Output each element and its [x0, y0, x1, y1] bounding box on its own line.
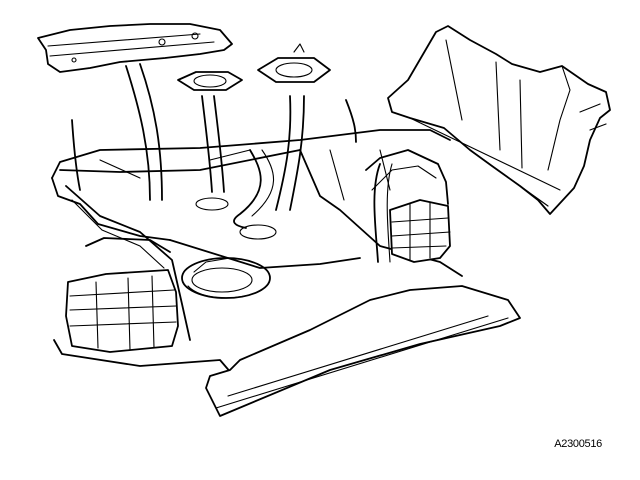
quarter-trim-panel: [387, 25, 611, 215]
right-side-trim: [365, 149, 449, 205]
trunk-body-outline: [51, 129, 463, 375]
spare-tire-well: [181, 257, 271, 299]
left-tail-lamp: [65, 269, 179, 353]
left-side-trim: [65, 185, 191, 341]
speaker-grille-left: [177, 71, 243, 91]
right-tail-lamp: [389, 199, 451, 263]
speaker-grille-right: [257, 43, 331, 83]
assembly-leader-bands: [71, 63, 357, 211]
figure-code-label: A2300516: [554, 438, 602, 450]
trunk-floor-mat: [205, 285, 521, 417]
wire-harness: [233, 149, 393, 263]
package-tray-trim-panel: [37, 23, 233, 73]
